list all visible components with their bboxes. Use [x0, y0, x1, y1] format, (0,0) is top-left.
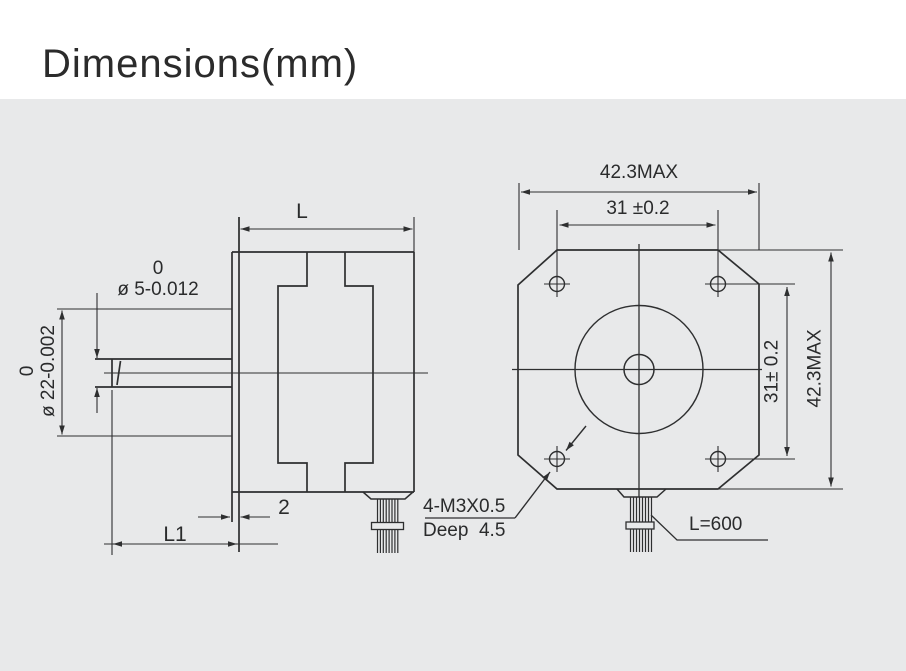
hole-pitch-horizontal-dimension-label: 31 ±0.2: [606, 198, 670, 219]
pilot-diameter-upper-tolerance: 0: [17, 365, 38, 377]
hole-note-depth: Deep 4.5: [423, 520, 506, 541]
hole-note-thread-spec: 4-M3X0.5: [423, 496, 506, 517]
shaft-diameter-upper-tolerance: 0: [152, 258, 164, 279]
shaft-length-dimension-lines: [104, 390, 278, 555]
length-dimension-lines: [238, 217, 415, 252]
width-max-dimension-label: 42.3MAX: [599, 162, 679, 183]
front-view-lead-wire: [616, 488, 667, 552]
side-view-drawing: [57, 217, 428, 555]
side-view-motor-body: [95, 217, 415, 552]
height-max-dimension-lines: [718, 249, 843, 490]
flange-thickness-dimension-label: 2: [278, 496, 290, 519]
hole-note-leader: [425, 425, 587, 519]
pilot-diameter-value: ø 22-0.002: [38, 325, 59, 417]
height-max-dimension-label: 42.3MAX: [804, 329, 826, 408]
pilot-diameter-dimension-lines: [57, 308, 232, 437]
page-title: Dimensions(mm): [42, 42, 359, 86]
front-view-centerlines: [512, 244, 762, 497]
lead-wire-length-label: L=600: [689, 514, 743, 535]
shaft-diameter-value: ø 5-0.012: [117, 279, 199, 300]
front-view-drawing: [425, 183, 843, 552]
hole-pitch-vertical-dimension-label: 31± 0.2: [761, 339, 783, 404]
lead-wire-length-leader: [650, 514, 768, 541]
shaft-diameter-dimension-label: 0 ø 5-0.012: [112, 258, 204, 300]
width-max-dimension-lines: [518, 183, 760, 250]
shaft-length-dimension-label: L1: [163, 523, 187, 546]
mounting-hole-crosshairs: [544, 210, 795, 472]
pilot-diameter-dimension-label: 0 ø 22-0.002: [17, 306, 59, 436]
side-view-lead-wire: [362, 491, 414, 553]
length-dimension-label: L: [296, 200, 308, 223]
